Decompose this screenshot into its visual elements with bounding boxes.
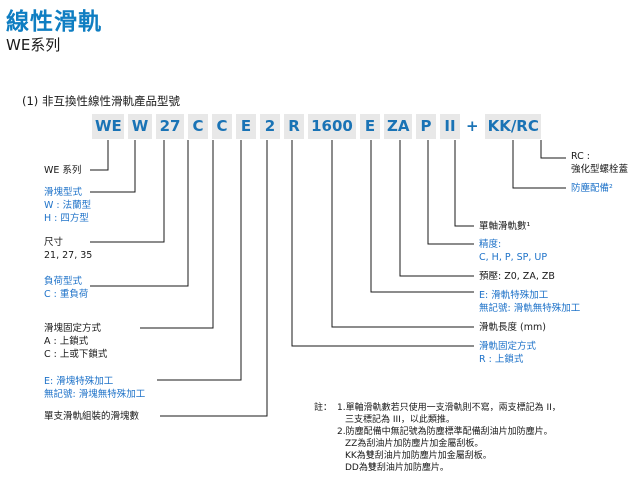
note-line-5: KK為雙刮油片加防塵片加金屬刮板。 bbox=[345, 451, 492, 461]
label-block-mount-c: C : 上或下鎖式 bbox=[44, 349, 108, 360]
line-block-mount bbox=[140, 140, 214, 329]
code-plus: + bbox=[466, 117, 479, 135]
note-line-4: ZZ為刮油片加防塵片加金屬刮板。 bbox=[345, 439, 484, 449]
label-block-special-e: E: 滑塊特殊加工 bbox=[44, 376, 114, 387]
line-rail-special bbox=[370, 140, 474, 293]
line-rail-length bbox=[331, 140, 474, 328]
label-rail-mount-r: R : 上鎖式 bbox=[479, 354, 524, 365]
label-block-mount: 滑塊固定方式 A : 上鎖式 C : 上或下鎖式 bbox=[44, 322, 107, 361]
note-line-6: DD為雙刮油片加防塵片。 bbox=[345, 463, 449, 473]
label-block-type-h: H : 四方型 bbox=[44, 213, 89, 224]
label-block-type-w: W : 法蘭型 bbox=[44, 200, 92, 211]
label-size-title: 尺寸 bbox=[44, 237, 64, 248]
code-segment-preload: ZA bbox=[384, 114, 412, 139]
code-segment-rail-mount: R bbox=[284, 114, 304, 139]
line-preload bbox=[399, 140, 474, 277]
label-rail-special-e: E: 滑軌特殊加工 bbox=[479, 290, 549, 301]
label-rail-length: 滑軌長度 (mm) bbox=[479, 322, 546, 333]
line-rail-mount bbox=[291, 140, 474, 347]
line-block-type bbox=[90, 140, 136, 193]
label-rc-title: RC : bbox=[571, 151, 590, 162]
line-series bbox=[90, 140, 109, 171]
code-segment-block-mount: C bbox=[212, 114, 232, 139]
label-dust: 防塵配備² bbox=[571, 183, 613, 194]
label-load-c: C : 重負荷 bbox=[44, 289, 89, 300]
label-size-values: 21, 27, 35 bbox=[44, 250, 93, 261]
code-segment-accuracy: P bbox=[416, 114, 436, 139]
line-block-special bbox=[157, 140, 242, 381]
label-accuracy: 精度: C, H, P, SP, UP bbox=[479, 238, 547, 264]
code-segment-size: 27 bbox=[156, 114, 184, 139]
label-rail-mount: 滑軌固定方式 R : 上鎖式 bbox=[479, 340, 536, 366]
line-block-count bbox=[160, 140, 268, 417]
code-segment-dust: KK/RC bbox=[484, 114, 541, 139]
label-accuracy-title: 精度: bbox=[479, 239, 502, 250]
note-line-2: 三支標記為 III，以此類推。 bbox=[345, 415, 455, 425]
label-rail-special-none: 無記號: 滑軌無特殊加工 bbox=[479, 303, 581, 314]
code-segment-rail-length: 1600 bbox=[308, 114, 356, 139]
label-block-special-none: 無記號: 滑塊無特殊加工 bbox=[44, 389, 146, 400]
label-rail-count: 單軸滑軌數¹ bbox=[479, 221, 531, 232]
label-load: 負荷型式 C : 重負荷 bbox=[44, 275, 88, 301]
label-block-type: 滑塊型式 W : 法蘭型 H : 四方型 bbox=[44, 186, 91, 225]
code-segment-series: WE bbox=[92, 114, 124, 139]
label-rc: RC : 強化型螺栓蓋 bbox=[571, 150, 628, 176]
label-rc-desc: 強化型螺栓蓋 bbox=[571, 164, 629, 175]
label-accuracy-values: C, H, P, SP, UP bbox=[479, 252, 548, 263]
label-block-count: 單支滑軌組裝的滑塊數 bbox=[44, 411, 140, 422]
label-block-special: E: 滑塊特殊加工 無記號: 滑塊無特殊加工 bbox=[44, 375, 145, 401]
line-load bbox=[90, 140, 189, 287]
code-segment-block-special: E bbox=[236, 114, 256, 139]
label-load-title: 負荷型式 bbox=[44, 276, 83, 287]
line-size bbox=[90, 140, 165, 243]
line-accuracy bbox=[427, 140, 474, 245]
page-subtitle: WE系列 bbox=[6, 36, 61, 54]
section-title: (1) 非互換性線性滑軌產品型號 bbox=[22, 94, 180, 108]
model-code-row: WE W 27 C C E 2 R 1600 E ZA P II + KK/RC bbox=[92, 114, 541, 139]
notes-block: 1.單軸滑軌數若只使用一支滑軌則不寫，兩支標記為 II， 三支標記為 III，以… bbox=[337, 402, 561, 474]
label-block-mount-title: 滑塊固定方式 bbox=[44, 323, 102, 334]
label-rail-special: E: 滑軌特殊加工 無記號: 滑軌無特殊加工 bbox=[479, 289, 580, 315]
label-size: 尺寸 21, 27, 35 bbox=[44, 236, 92, 262]
label-preload: 預壓: Z0, ZA, ZB bbox=[479, 271, 555, 282]
code-segment-rail-count: II bbox=[440, 114, 460, 139]
label-block-type-title: 滑塊型式 bbox=[44, 187, 83, 198]
code-segment-rail-special: E bbox=[360, 114, 380, 139]
line-rail-count bbox=[454, 140, 474, 227]
note-line-3: 2.防塵配備中無記號為防塵標準配備刮油片加防塵片。 bbox=[337, 427, 553, 437]
label-series: WE 系列 bbox=[44, 165, 82, 176]
page-title: 線性滑軌 bbox=[6, 9, 102, 35]
line-dust bbox=[512, 140, 566, 189]
label-rail-mount-title: 滑軌固定方式 bbox=[479, 341, 537, 352]
code-segment-block-type: W bbox=[128, 114, 152, 139]
label-block-mount-a: A : 上鎖式 bbox=[44, 336, 89, 347]
notes-prefix: 註： bbox=[314, 403, 333, 413]
note-line-1: 1.單軸滑軌數若只使用一支滑軌則不寫，兩支標記為 II， bbox=[337, 403, 561, 413]
code-segment-block-count: 2 bbox=[260, 114, 280, 139]
line-rc bbox=[540, 140, 566, 159]
code-segment-load: C bbox=[188, 114, 208, 139]
